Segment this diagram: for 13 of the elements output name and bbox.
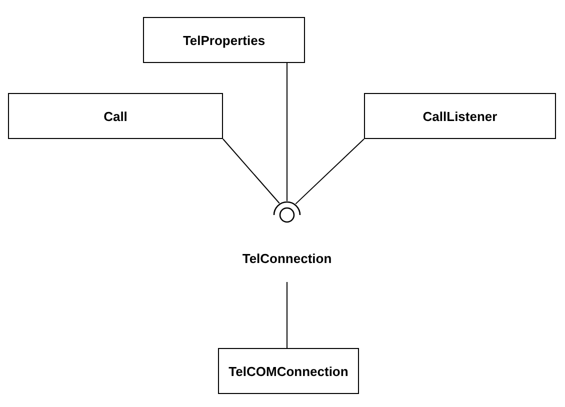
connector-line	[295, 138, 364, 204]
connector-line	[222, 138, 280, 204]
component-name: Call	[104, 108, 128, 124]
connector-line	[286, 282, 288, 348]
component-name: TelCOMConnection	[228, 364, 348, 378]
component-box	[8, 93, 223, 139]
component-box	[143, 17, 305, 63]
component-name: TelProperties	[182, 32, 266, 48]
component-box	[218, 348, 359, 394]
interface-name: TelConnection	[242, 251, 332, 266]
connector-line	[286, 62, 288, 202]
component-name: CallListener	[422, 108, 498, 124]
component-box	[364, 93, 556, 139]
